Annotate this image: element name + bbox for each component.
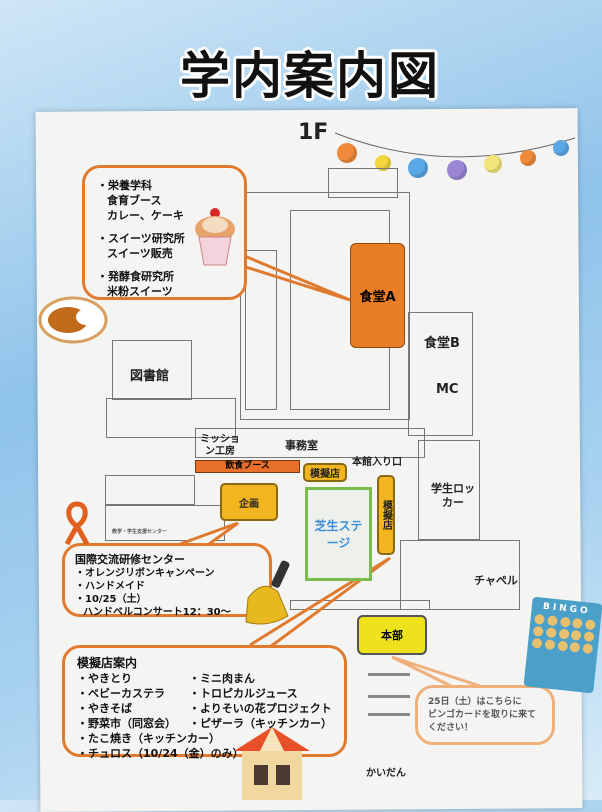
lantern-icon	[375, 155, 391, 171]
stall-item: ・やきそば	[77, 702, 132, 715]
tent-icon	[234, 727, 310, 800]
food-booth[interactable]: 飲食ブース	[195, 460, 300, 473]
callout-line: 国際交流研修センター	[75, 553, 185, 566]
cafeteria-b-building	[408, 312, 473, 436]
locker-building	[418, 440, 480, 540]
stair-line	[368, 713, 410, 716]
library-label: 図書館	[130, 369, 170, 384]
callout-line: ・10/25（土）	[75, 594, 147, 605]
project-booth[interactable]: 企画	[220, 483, 278, 521]
floor-label: 1F	[298, 120, 329, 145]
callout-line: カレー、ケーキ	[107, 209, 184, 222]
callout-line: ・栄養学科	[97, 179, 152, 192]
callout-line: ・スイーツ研究所	[97, 232, 185, 245]
stairs-label: かいだん	[366, 768, 406, 779]
stalls-heading: 模擬店案内	[77, 656, 138, 670]
stall-item: ・ベビーカステラ	[77, 687, 165, 700]
lantern-icon	[520, 150, 536, 166]
cafeteria-a[interactable]: 食堂A	[350, 243, 405, 348]
lantern-icon	[408, 158, 428, 178]
lantern-icon	[337, 143, 357, 163]
stall-item: ・よりそいの花プロジェクト	[189, 702, 332, 715]
callout-line: ビンゴカードを取りに来て	[428, 710, 537, 720]
office-label: 事務室	[285, 439, 318, 452]
support-center-label: 教学・学生支援センター	[112, 529, 168, 535]
bingo-callout: 25日（土）はこちらに ビンゴカードを取りに来て ください！	[415, 685, 555, 745]
stall-item: ・ミニ肉まん	[189, 672, 255, 685]
mc-label: MC	[436, 382, 459, 397]
chapel-building	[400, 540, 520, 610]
stair-line	[368, 695, 410, 698]
main-entrance-label: 本館入り口	[352, 457, 402, 468]
lantern-string	[334, 132, 576, 158]
callout-line: ハンドベルコンサート12：30～	[83, 607, 231, 618]
main-building	[240, 192, 410, 420]
lantern-icon	[553, 140, 569, 156]
lawn-stage[interactable]: 芝生ステージ	[305, 487, 372, 581]
curry-plate-icon	[38, 296, 108, 344]
cafeteria-b-label: 食堂B	[424, 336, 460, 351]
stall-item: ・やきとり	[77, 672, 132, 685]
bingo-card-icon: BINGO	[523, 596, 602, 694]
intl-center-callout: 国際交流研修センター ・オレンジリボンキャンペーン ・ハンドメイド ・10/25…	[62, 543, 272, 618]
stall-item: ・チュロス（10/24（金）のみ）	[77, 747, 244, 760]
stall-item: ・野菜市（同窓会）	[77, 717, 176, 730]
headquarters[interactable]: 本部	[357, 615, 427, 655]
student-locker-label: 学生ロッカー	[431, 482, 475, 509]
callout-line: ・ハンドメイド	[75, 581, 145, 592]
support-building	[105, 475, 195, 505]
stall-top[interactable]: 模擬店	[303, 463, 347, 482]
library-annex	[106, 398, 236, 438]
handbell-icon	[245, 560, 290, 625]
cupcake-icon	[195, 208, 235, 266]
callout-line: 米粉スイーツ	[107, 285, 173, 298]
office-building	[195, 428, 425, 458]
callout-line: ・発酵食研究所	[97, 270, 174, 283]
stall-item: ・ピザーラ（キッチンカー）	[189, 717, 332, 730]
chapel-label: チャペル	[474, 574, 518, 587]
page-title: 学内案内図	[180, 47, 440, 105]
stall-item: ・トロピカルジュース	[189, 687, 298, 700]
callout-line: ・オレンジリボンキャンペーン	[75, 568, 215, 579]
lantern-icon	[447, 160, 467, 180]
stalls-callout: 模擬店案内 ・やきとり ・ベビーカステラ ・やきそば ・野菜市（同窓会） ・ミニ…	[62, 645, 347, 760]
orange-ribbon-icon	[64, 501, 90, 546]
support-center-building	[105, 505, 225, 541]
stall-side[interactable]: 模擬店	[377, 475, 395, 555]
walkway	[290, 600, 430, 610]
callout-line: スイーツ販売	[107, 247, 173, 260]
mission-lab-label: ミッション工房	[200, 434, 240, 457]
callout-line: ください！	[428, 723, 474, 733]
callout-line: 25日（土）はこちらに	[428, 697, 522, 707]
callout-line: 食育ブース	[107, 194, 162, 207]
stair-line	[368, 673, 410, 676]
library-building	[112, 340, 192, 400]
north-rooms	[328, 168, 398, 198]
stall-item: ・たこ焼き（キッチンカー）	[77, 732, 220, 745]
wing	[245, 250, 277, 410]
lantern-icon	[484, 155, 502, 173]
